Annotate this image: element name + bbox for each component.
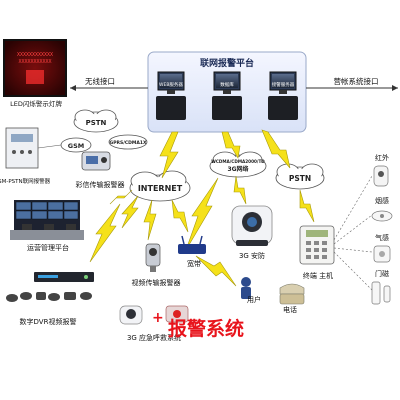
bolt-platform-pstn — [261, 129, 291, 169]
led-warning-icon — [26, 70, 44, 84]
led-sign: XXXXXXXXXXXX XXXXXXXXXXX LED闪烁警示灯牌 — [3, 39, 67, 108]
bolt-internet-user — [195, 255, 237, 287]
sensor-door: 门磁 — [371, 269, 391, 305]
color-mms-alarm-device: 彩信传输报警器 — [76, 151, 125, 189]
cloud-3g: WCDMA/CDMA2000/TD 3G网络 — [209, 151, 267, 178]
gsm-pstn-alarm-device: GSM-PSTN联网报警器 — [0, 127, 51, 185]
broadband-label: 宽带 — [187, 259, 201, 268]
wireless-interface-label: 无线接口 — [85, 76, 115, 86]
bolt-platform-internet — [159, 131, 179, 179]
sensor-gas-label: 气感 — [375, 233, 389, 242]
plus-icon: + — [152, 310, 164, 326]
server-alarm: 接警服务器 — [268, 71, 298, 120]
sensor-smoke: 烟感 — [371, 196, 393, 222]
dvr-cameras — [6, 292, 92, 302]
platform-title: 联网报警平台 — [200, 57, 254, 69]
server-web: WEB服务器 — [156, 71, 186, 120]
wireless-interface-arrow: 无线接口 — [70, 76, 148, 91]
accounting-interface-arrow: 营帐系统接口 — [306, 76, 398, 91]
sensor-infrared-label: 红外 — [375, 153, 389, 162]
bolt-3g-camera — [233, 175, 247, 205]
dvr-device: 数字DVR视频报警 — [6, 272, 94, 326]
cloud-gsm-label: GSM — [68, 142, 85, 150]
cloud-internet: INTERNET — [129, 170, 191, 202]
accounting-interface-label: 营帐系统接口 — [334, 76, 379, 86]
video-alarm-label: 视频传输报警器 — [132, 278, 181, 287]
cloud-pstn-top: PSTN — [73, 109, 119, 133]
emergency-label: 3G 应急呼救系统 — [127, 333, 181, 342]
cloud-wcdma-label: WCDMA/CDMA2000/TD — [211, 159, 265, 164]
terminal-host-label: 终端 主机 — [303, 271, 333, 280]
cloud-pstn-top-label: PSTN — [86, 119, 107, 127]
bolt-platform-3g — [221, 131, 241, 159]
led-label: LED闪烁警示灯牌 — [10, 99, 62, 108]
ops-platform: 运营管理平台 — [10, 200, 84, 252]
bolt-internet-ops — [121, 195, 139, 229]
led-screen-line-1: XXXXXXXXXXXX — [17, 52, 53, 58]
bolt-internet-video — [143, 199, 157, 241]
bolt-3g-emergency — [185, 177, 219, 251]
server-db: 数据库 — [212, 71, 242, 120]
video-alarm-device: 视频传输报警器 — [132, 243, 181, 287]
security-camera: 3G 安防 — [231, 205, 273, 260]
server-db-label: 数据库 — [220, 81, 234, 88]
sensor-door-label: 门磁 — [375, 269, 389, 278]
bolt-internet-broadband — [171, 199, 189, 233]
server-web-label: WEB服务器 — [159, 81, 183, 88]
emergency-devices: + 3G 应急呼救系统 — [119, 305, 189, 342]
bolt-internet-colorms — [109, 189, 133, 205]
cloud-gsm: GSM — [60, 137, 92, 153]
cloud-gprs-label: GPRS/CDMA1X — [110, 140, 147, 146]
ops-platform-label: 运营管理平台 — [27, 243, 69, 252]
platform-box: 联网报警平台 WEB服务器 数据库 接警服务器 — [147, 51, 307, 133]
led-screen-line-2: XXXXXXXXXXX — [18, 59, 51, 65]
cloud-internet-label: INTERNET — [138, 184, 183, 193]
main-title: 报警系统 — [168, 317, 244, 340]
sensor-smoke-label: 烟感 — [375, 196, 389, 205]
bolt-pstn-terminal — [299, 189, 315, 223]
lightning-links — [89, 129, 315, 287]
server-alarm-label: 接警服务器 — [272, 81, 295, 88]
cloud-pstn-right-label: PSTN — [289, 174, 311, 183]
cloud-3g-label: 3G网络 — [227, 165, 248, 173]
camera-label: 3G 安防 — [239, 251, 265, 260]
sensor-column: 红外 烟感 气感 门磁 — [333, 153, 393, 305]
telephone-label: 电话 — [283, 305, 297, 314]
terminal-host-device: 终端 主机 — [299, 225, 335, 280]
sensor-infrared: 红外 — [373, 153, 389, 187]
user-label: 用户 — [247, 295, 261, 304]
cloud-gprs: GPRS/CDMA1X — [108, 134, 148, 150]
color-mms-alarm-label: 彩信传输报警器 — [76, 180, 125, 189]
telephone-device: 电话 — [279, 283, 305, 314]
cloud-pstn-right: PSTN — [275, 163, 325, 190]
gsm-pstn-alarm-label: GSM-PSTN联网报警器 — [0, 177, 51, 185]
user-figure: 用户 — [241, 277, 261, 304]
broadband-router: 宽带 — [178, 235, 206, 268]
sensor-gas: 气感 — [373, 233, 391, 263]
bolt-internet-dvr — [89, 203, 121, 263]
dvr-label: 数字DVR视频报警 — [20, 317, 77, 326]
